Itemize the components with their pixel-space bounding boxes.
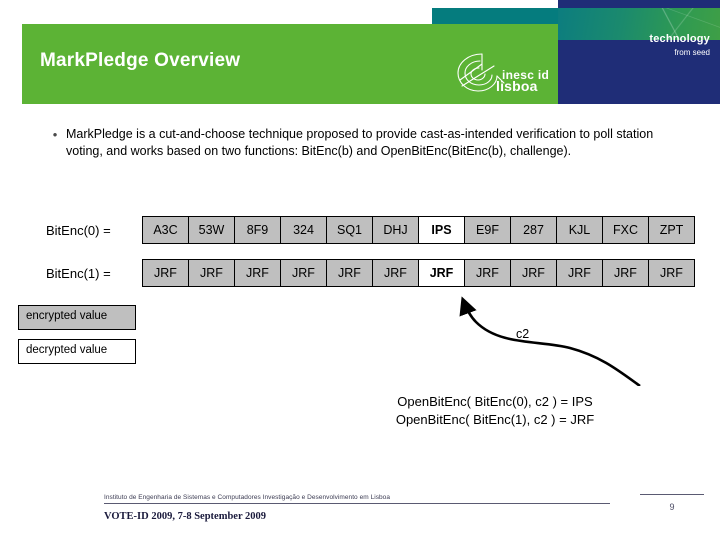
cipher-cell: JRF [557,260,603,286]
cipher-cell: JRF [143,260,189,286]
cipher-cell: JRF [327,260,373,286]
slide-header: MarkPledge Overview technology from seed… [0,0,720,110]
cipher-cell: SQ1 [327,217,373,243]
formula-line-bitenc0: OpenBitEnc( BitEnc(0), c2 ) = IPS [397,394,593,409]
cipher-cell: JRF [373,260,419,286]
row-label-bitenc0: BitEnc(0) = [46,222,111,238]
formula-block: OpenBitEnc( BitEnc(0), c2 ) = IPS OpenBi… [330,393,660,429]
slide-footer: Instituto de Engenharia de Sistemas e Co… [104,494,610,522]
bullet-list: • MarkPledge is a cut-and-choose techniq… [44,126,674,160]
cipher-cell: DHJ [373,217,419,243]
tagline-from-seed: from seed [674,48,710,57]
green-title-bar [22,24,558,104]
bitenc-zero-row: BitEnc(0) = A3C 53W 8F9 324 SQ1 DHJ IPS … [46,216,695,244]
cipher-cell: JRF [649,260,695,286]
footer-organization: Instituto de Engenharia de Sistemas e Co… [104,494,391,501]
cipher-cell: 324 [281,217,327,243]
logo-text-lisboa: lisboa [496,78,538,94]
bitenc-one-row: BitEnc(1) = JRF JRF JRF JRF JRF JRF JRF … [46,259,695,287]
cipher-cell: JRF [465,260,511,286]
legend-encrypted-value: encrypted value [18,305,136,330]
list-item: • MarkPledge is a cut-and-choose techniq… [44,126,674,160]
cipher-cell: A3C [143,217,189,243]
bullet-text: MarkPledge is a cut-and-choose technique… [66,127,654,158]
arrow-label-c2: c2 [516,327,530,341]
cipher-cell: FXC [603,217,649,243]
cipher-cell: E9F [465,217,511,243]
logo-text-inesc-id: inesc id [502,68,550,82]
cipher-cell-decrypted: IPS [419,217,465,243]
navy-top-strip [558,0,720,8]
cipher-cell-decrypted: JRF [419,260,465,286]
footer-event: VOTE-ID 2009, 7-8 September 2009 [104,511,267,522]
page-number-block: 9 [640,494,704,512]
cipher-cell: JRF [235,260,281,286]
cipher-cell: 287 [511,217,557,243]
navy-panel [558,40,720,104]
legend-decrypted-value: decrypted value [18,339,136,364]
inesc-id-logo: inesc id lisboa [452,50,558,102]
cipher-cell-strip-1: JRF JRF JRF JRF JRF JRF JRF JRF JRF JRF … [142,259,695,287]
row-label-bitenc1: BitEnc(1) = [46,265,111,281]
page-number-divider [640,494,704,495]
cipher-cell: 53W [189,217,235,243]
cipher-cell: JRF [603,260,649,286]
cipher-cell: JRF [281,260,327,286]
page-number: 9 [669,502,675,512]
teal-gradient-band [558,8,720,40]
cipher-cell: 8F9 [235,217,281,243]
tagline-technology: technology [649,33,710,45]
page-title: MarkPledge Overview [40,50,241,71]
cipher-cell: JRF [189,260,235,286]
cipher-cell: KJL [557,217,603,243]
cipher-cell-strip-0: A3C 53W 8F9 324 SQ1 DHJ IPS E9F 287 KJL … [142,216,695,244]
formula-line-bitenc1: OpenBitEnc( BitEnc(1), c2 ) = JRF [395,412,595,427]
cipher-cell: JRF [511,260,557,286]
inesc-swirl-icon [457,53,505,92]
bullet-dot-icon: • [52,127,58,142]
cipher-cell: ZPT [649,217,695,243]
challenge-arrow-icon [459,296,641,386]
footer-divider [104,503,610,504]
